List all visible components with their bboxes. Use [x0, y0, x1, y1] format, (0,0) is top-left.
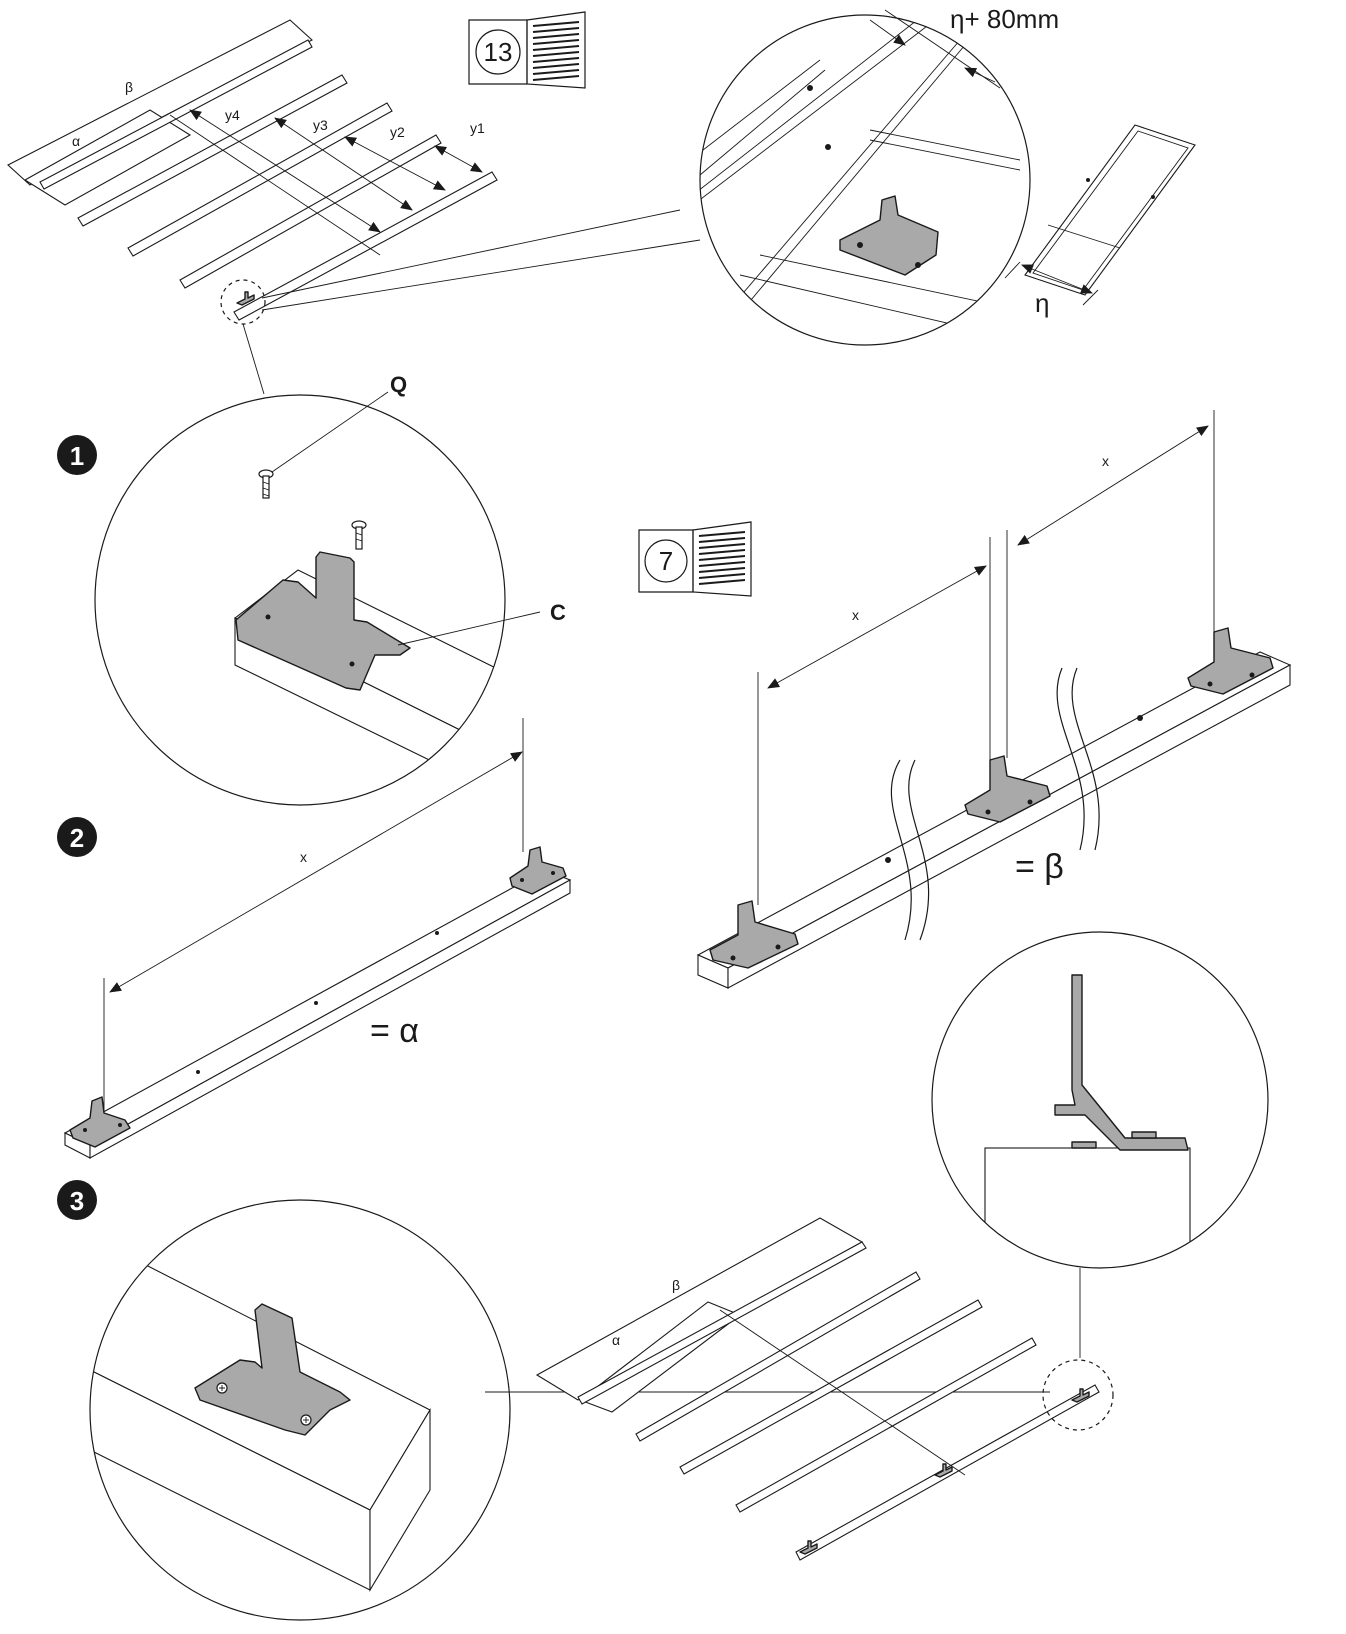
manual-reference-7-number: 7 — [659, 546, 673, 576]
manual-reference-13: 13 — [468, 11, 586, 89]
screw-head-right — [300, 1414, 312, 1426]
svg-text:1: 1 — [70, 441, 84, 471]
svg-text:3: 3 — [70, 1186, 84, 1216]
label-y2: y2 — [390, 124, 405, 140]
beta-slat-three-brackets: x x = β — [696, 410, 1292, 989]
panel-beta — [7, 19, 313, 186]
step-2-dimension-x: x — [300, 849, 307, 865]
label-y1: y1 — [470, 120, 485, 136]
step-3: 3 — [57, 1180, 1050, 1621]
detail-marker-bottom — [1042, 1359, 1114, 1431]
detail-circle-bracket-profile — [931, 931, 1269, 1358]
screw-q — [258, 469, 274, 499]
beta-dimension-x-left: x — [852, 607, 859, 623]
svg-text:2: 2 — [70, 823, 84, 853]
label-screw-q: Q — [390, 372, 407, 397]
detail-circle-slat-end: η+ 80mm — [699, 4, 1059, 346]
step-1-badge — [57, 435, 97, 475]
step-2-badge — [57, 817, 97, 857]
equals-alpha: = α — [370, 1012, 419, 1050]
label-beta-bottom: β — [672, 1277, 680, 1293]
manual-reference-13-number: 13 — [484, 37, 513, 67]
panel-eta: η — [1004, 124, 1196, 318]
step-2: 2 x = α — [57, 718, 572, 1159]
screw-second — [351, 520, 367, 550]
screw-head-left — [216, 1382, 228, 1394]
step-3-badge — [57, 1180, 97, 1220]
step-1: 1 Q C — [57, 323, 566, 806]
label-y3: y3 — [313, 117, 328, 133]
label-y4: y4 — [225, 107, 240, 123]
overview-slat-layout-bottom: β α — [535, 1217, 1114, 1561]
equals-beta: = β — [1015, 848, 1064, 886]
dimension-eta: η — [1035, 288, 1049, 318]
dimension-eta-plus-80mm: η+ 80mm — [950, 4, 1059, 34]
overview-slat-layout-top: β α y4 y3 y2 y1 — [7, 19, 701, 325]
beta-dimension-x-right: x — [1102, 453, 1109, 469]
label-alpha: α — [72, 133, 80, 149]
label-alpha-bottom: α — [612, 1332, 620, 1348]
label-bracket-c: C — [550, 600, 566, 625]
label-beta: β — [125, 79, 133, 95]
manual-reference-7: 7 — [638, 521, 752, 597]
